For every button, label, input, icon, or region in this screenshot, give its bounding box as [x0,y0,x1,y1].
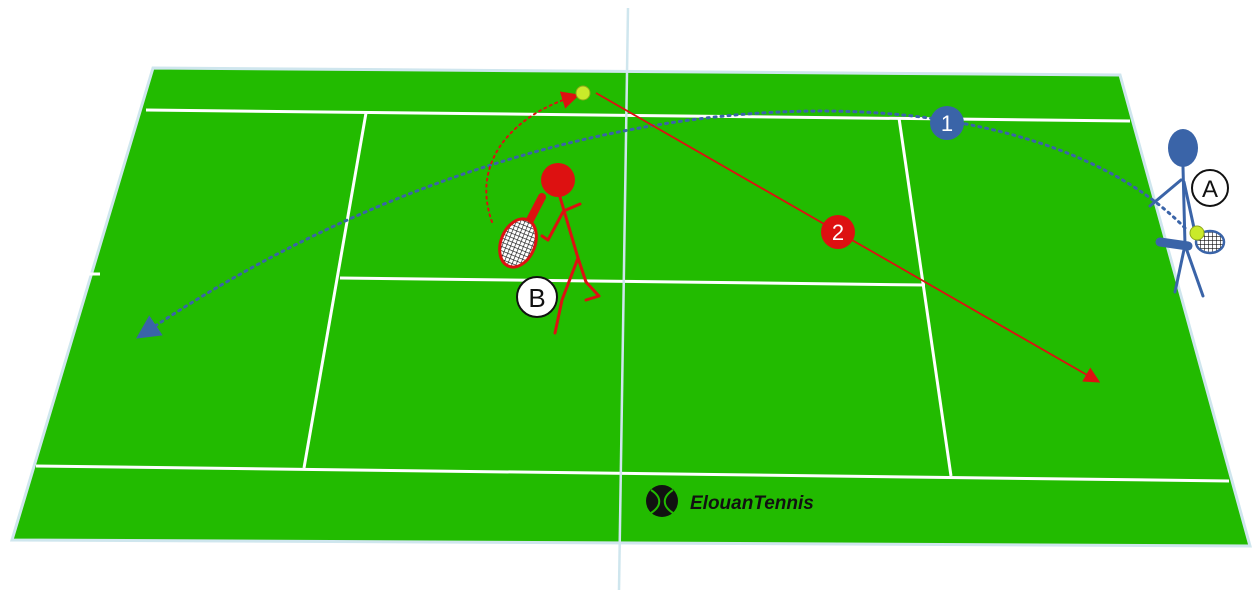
shot-2-badge: 2 [821,215,855,249]
ball-at-contact [576,86,590,100]
ball-at-player-a [1190,226,1204,240]
player-a-left-leg [1175,245,1185,292]
player-b-label: B [528,283,545,313]
player-a-left-arm [1150,180,1181,206]
brand-name: ElouanTennis [690,493,814,514]
shot-1-number: 1 [941,111,953,136]
player-a-marker: A [1192,170,1228,206]
player-a-label: A [1202,176,1218,203]
player-a-right-leg [1185,245,1203,296]
player-a-torso [1183,167,1185,245]
shot-1-badge: 1 [930,106,964,140]
shot-2-number: 2 [832,220,844,245]
player-b-head [541,163,575,197]
player-b-marker: B [517,277,557,317]
player-a-head [1168,129,1198,167]
player-a-waist [1160,242,1188,246]
